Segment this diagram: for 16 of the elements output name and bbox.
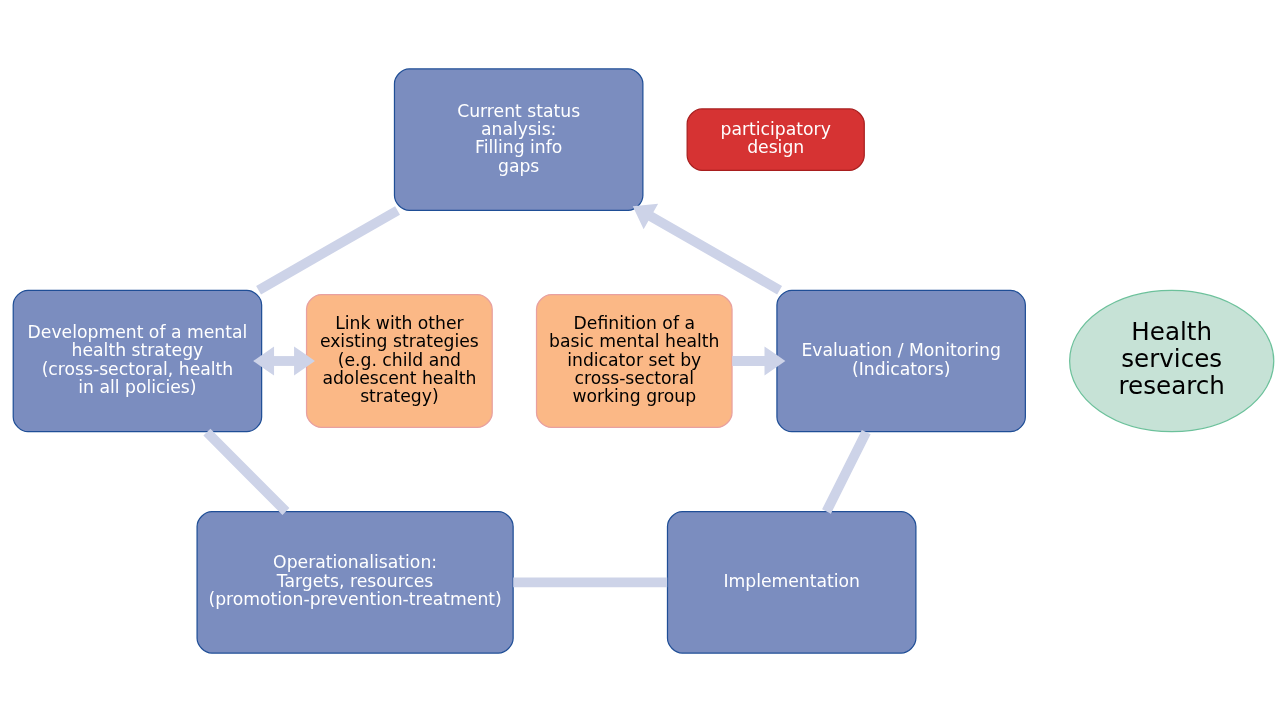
arrow	[253, 346, 315, 376]
node-box: participatory design	[686, 108, 865, 171]
connector	[822, 429, 871, 514]
node-ellipse: Health services research	[1069, 289, 1275, 433]
arrow	[732, 346, 786, 376]
node-box: Evaluation / Monitoring (Indicators)	[776, 289, 1026, 433]
node-box: Implementation	[666, 511, 917, 654]
connector	[513, 577, 668, 588]
connector	[256, 206, 400, 295]
arrow	[632, 203, 783, 295]
node-box: Current status analysis: Filling info gaps	[393, 68, 644, 211]
node-box: Operationalisation: Targets, resources (promotion-prevention-treatment)	[196, 511, 514, 654]
node-box: Definition of a basic mental health indicator set by cross-sectoral working group	[535, 293, 733, 429]
connector	[203, 428, 290, 516]
node-box: Link with other existing strategies (e.g. child and adolescent health strategy)	[305, 293, 493, 429]
node-box: Development of a mental health strategy (cross-sectoral, health in all policies)	[12, 289, 263, 433]
